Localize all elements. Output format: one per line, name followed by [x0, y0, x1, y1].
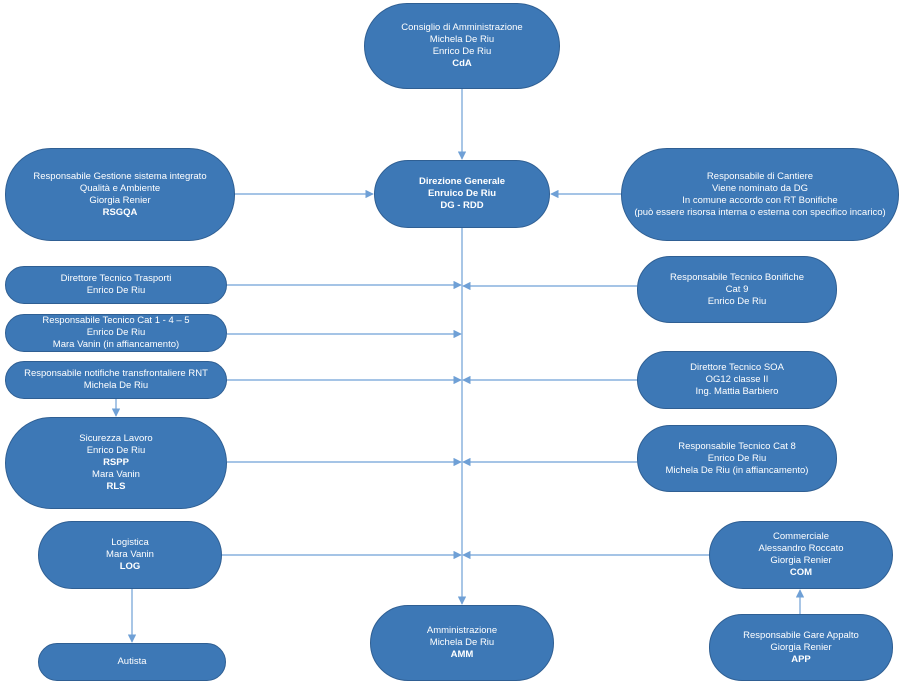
node-responsabile-cantiere[interactable]: Responsabile di Cantiere Viene nominato … [621, 148, 899, 241]
amministrazione-line-2: Michela De Riu [429, 637, 495, 648]
dt-soa-line-2: OG12 classe II [705, 374, 769, 385]
dt-soa-line-3: Ing. Mattia Barbiero [695, 386, 779, 397]
dg-name: Enruico De Riu [427, 188, 497, 199]
rt-cat145-line-3: Mara Vanin (in affiancamento) [52, 339, 180, 350]
commerciale-code: COM [789, 567, 813, 578]
sicurezza-line-3: Mara Vanin [92, 469, 140, 480]
cda-line-3: Enrico De Riu [432, 46, 492, 57]
rsgqa-line-1: Responsabile Gestione sistema integrato [33, 170, 207, 182]
commerciale-line-1: Commerciale [773, 531, 829, 542]
dg-code: DG - RDD [440, 200, 484, 211]
cantiere-line-2: Viene nominato da DG [712, 182, 808, 194]
amministrazione-code: AMM [450, 649, 474, 660]
node-cda[interactable]: Consiglio di Amministrazione Michela De … [364, 3, 560, 89]
node-amministrazione[interactable]: Amministrazione Michela De Riu AMM [370, 605, 554, 681]
sicurezza-code-rls: RLS [106, 481, 126, 492]
node-rt-bonifiche[interactable]: Responsabile Tecnico Bonifiche Cat 9 Enr… [637, 256, 837, 323]
rsgqa-line-3: Giorgia Renier [89, 194, 151, 206]
logistica-code: LOG [119, 561, 141, 572]
node-rnt[interactable]: Responsabile notifiche transfrontaliere … [5, 361, 227, 399]
node-gare-appalto[interactable]: Responsabile Gare Appalto Giorgia Renier… [709, 614, 893, 681]
rsgqa-line-2: Qualità e Ambiente [79, 182, 161, 194]
rt-cat8-line-2: Enrico De Riu [707, 452, 767, 464]
node-sicurezza-lavoro[interactable]: Sicurezza Lavoro Enrico De Riu RSPP Mara… [5, 417, 227, 509]
rt-bonifiche-line-3: Enrico De Riu [707, 295, 767, 307]
sicurezza-line-2: Enrico De Riu [86, 445, 146, 456]
amministrazione-line-1: Amministrazione [426, 625, 498, 636]
dt-trasporti-line-2: Enrico De Riu [86, 285, 146, 296]
cda-code: CdA [452, 58, 472, 69]
rt-cat8-line-3: Michela De Riu (in affiancamento) [665, 464, 809, 476]
gare-line-1: Responsabile Gare Appalto [743, 629, 859, 641]
logistica-line-2: Mara Vanin [106, 549, 154, 560]
connectors [111, 89, 805, 643]
node-rsgqa[interactable]: Responsabile Gestione sistema integrato … [5, 148, 235, 241]
node-autista[interactable]: Autista [38, 643, 226, 681]
node-commerciale[interactable]: Commerciale Alessandro Roccato Giorgia R… [709, 521, 893, 589]
node-rt-cat-8[interactable]: Responsabile Tecnico Cat 8 Enrico De Riu… [637, 425, 837, 492]
cantiere-line-4: (può essere risorsa interna o esterna co… [634, 206, 886, 218]
sicurezza-line-1: Sicurezza Lavoro [79, 433, 153, 444]
rt-cat145-line-1: Responsabile Tecnico Cat 1 - 4 – 5 [42, 315, 190, 326]
rt-cat145-line-2: Enrico De Riu [86, 327, 146, 338]
node-dt-soa[interactable]: Direttore Tecnico SOA OG12 classe II Ing… [637, 351, 837, 409]
autista-line-1: Autista [117, 656, 147, 667]
node-logistica[interactable]: Logistica Mara Vanin LOG [38, 521, 222, 589]
commerciale-line-2: Alessandro Roccato [758, 543, 844, 554]
rt-bonifiche-line-1: Responsabile Tecnico Bonifiche [670, 271, 804, 283]
dt-soa-line-1: Direttore Tecnico SOA [690, 362, 784, 373]
rt-bonifiche-line-2: Cat 9 [725, 283, 749, 295]
node-direzione-generale[interactable]: Direzione Generale Enruico De Riu DG - R… [374, 160, 550, 228]
cantiere-line-3: In comune accordo con RT Bonifiche [682, 194, 838, 206]
rnt-line-2: Michela De Riu [83, 380, 149, 391]
dt-trasporti-line-1: Direttore Tecnico Trasporti [60, 273, 172, 284]
sicurezza-code-rspp: RSPP [103, 457, 129, 468]
gare-code: APP [791, 653, 811, 665]
cda-line-1: Consiglio di Amministrazione [401, 22, 523, 33]
cda-line-2: Michela De Riu [429, 34, 495, 45]
rnt-line-1: Responsabile notifiche transfrontaliere … [24, 368, 208, 379]
rt-cat8-line-1: Responsabile Tecnico Cat 8 [678, 440, 796, 452]
node-dt-trasporti[interactable]: Direttore Tecnico Trasporti Enrico De Ri… [5, 266, 227, 304]
logistica-line-1: Logistica [111, 537, 149, 548]
commerciale-line-3: Giorgia Renier [770, 555, 832, 566]
rsgqa-code: RSGQA [102, 206, 138, 218]
cantiere-line-1: Responsabile di Cantiere [706, 170, 814, 182]
gare-line-2: Giorgia Renier [770, 641, 832, 653]
node-rt-cat-1-4-5[interactable]: Responsabile Tecnico Cat 1 - 4 – 5 Enric… [5, 314, 227, 352]
dg-title: Direzione Generale [418, 176, 506, 187]
